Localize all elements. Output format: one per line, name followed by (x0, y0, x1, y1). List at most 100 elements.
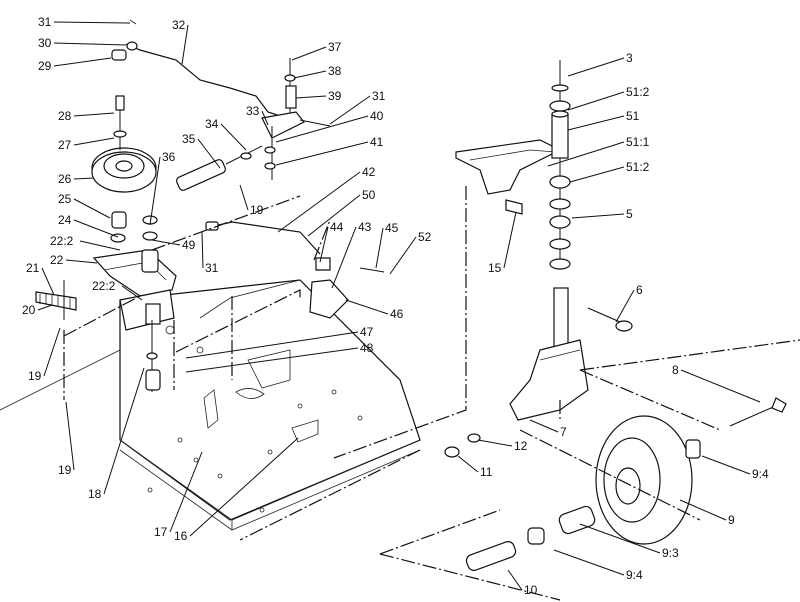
leader-line (275, 141, 369, 166)
callout-c47: 47 (185, 325, 374, 359)
callout-label: 9 (728, 513, 735, 527)
callout-label: 19 (28, 369, 42, 383)
callout-c38: 38 (293, 64, 342, 79)
callout-label: 31 (372, 89, 386, 103)
leader-line (73, 112, 115, 117)
callout-c16: 16 (174, 437, 299, 543)
leader-line (375, 227, 384, 269)
leader-line (295, 95, 327, 99)
leader-line (553, 549, 625, 576)
leader-line (73, 137, 115, 146)
callout-label: 52 (418, 230, 432, 244)
leader-line (73, 198, 111, 219)
leader-line (477, 439, 513, 447)
callout-label: 38 (328, 64, 342, 78)
leader-line (53, 21, 131, 24)
callout-c35: 35 (182, 132, 221, 169)
callout-label: 51:2 (626, 160, 650, 174)
callout-label: 16 (174, 529, 188, 543)
callout-c44: 44 (319, 220, 344, 263)
leader-line (65, 401, 75, 471)
callout-c46: 46 (345, 299, 404, 321)
leader-line (181, 24, 189, 65)
callout-c25: 25 (58, 192, 111, 219)
callout-label: 19 (250, 203, 264, 217)
leader-line (529, 419, 559, 433)
callout-c45: 45 (375, 221, 399, 269)
callout-c19c: 19 (58, 401, 75, 477)
callout-c10: 10 (507, 569, 538, 597)
callout-label: 51 (626, 109, 640, 123)
callout-label: 12 (514, 439, 528, 453)
callout-c8: 8 (672, 363, 761, 403)
callout-c51: 51 (567, 109, 640, 131)
callout-c22_2b: 22:2 (92, 279, 143, 301)
leader-line (567, 115, 625, 131)
callout-label: 39 (328, 89, 342, 103)
callout-c9_3: 9:3 (579, 523, 679, 560)
callout-label: 7 (560, 425, 567, 439)
callout-label: 41 (370, 135, 384, 149)
callout-label: 50 (362, 188, 376, 202)
callout-label: 10 (524, 583, 538, 597)
leader-line (571, 213, 625, 219)
callout-label: 11 (480, 465, 493, 479)
leader-line (261, 110, 269, 126)
leader-line (331, 226, 357, 289)
callout-label: 15 (488, 261, 502, 275)
callout-label: 37 (328, 40, 342, 54)
callout-label: 44 (330, 220, 344, 234)
leader-line (579, 523, 661, 554)
callout-label: 26 (58, 172, 72, 186)
callout-c48: 48 (185, 341, 374, 373)
callout-c9: 9 (679, 499, 735, 527)
mower-deck (0, 279, 421, 531)
leader-line (293, 70, 327, 79)
callout-c39: 39 (295, 89, 342, 103)
callout-c51_2b: 51:2 (569, 160, 650, 183)
callout-c19b: 19 (28, 327, 61, 383)
callout-label: 22 (50, 253, 64, 267)
callout-label: 18 (88, 487, 102, 501)
leader-line (307, 194, 361, 237)
caster-assembly (239, 60, 800, 601)
callout-label: 51:2 (626, 85, 650, 99)
leader-line (65, 259, 98, 264)
leader-line (547, 141, 625, 167)
leader-line (53, 42, 127, 46)
callout-c24: 24 (58, 213, 119, 238)
callout-c41: 41 (275, 135, 384, 166)
callout-label: 22:2 (50, 234, 74, 248)
callout-c29: 29 (38, 57, 112, 73)
callout-label: 32 (172, 18, 186, 32)
leader-line (567, 57, 625, 77)
leader-line (615, 289, 635, 323)
leader-line (567, 91, 625, 111)
callout-label: 30 (38, 36, 52, 50)
leader-line (569, 166, 625, 183)
callout-label: 42 (362, 165, 376, 179)
leader-line (701, 455, 751, 475)
callout-label: 25 (58, 192, 72, 206)
leader-line (680, 369, 761, 403)
pulley-idler-assembly (35, 19, 385, 400)
callout-label: 5 (626, 207, 633, 221)
leader-line (53, 57, 112, 67)
leader-line (189, 437, 299, 537)
callout-c18: 18 (88, 367, 145, 501)
callout-c5: 5 (571, 207, 633, 221)
callout-label: 29 (38, 59, 52, 73)
leader-line (389, 236, 417, 275)
leader-line (329, 95, 371, 125)
callout-c51_2a: 51:2 (567, 85, 650, 111)
callout-c50: 50 (307, 188, 376, 237)
callout-label: 9:3 (662, 546, 679, 560)
callout-label: 34 (205, 117, 219, 131)
leader-line (197, 138, 221, 169)
leader-line (185, 331, 359, 359)
callout-label: 20 (22, 303, 36, 317)
leader-line (277, 171, 361, 233)
callout-c30: 30 (38, 36, 127, 50)
